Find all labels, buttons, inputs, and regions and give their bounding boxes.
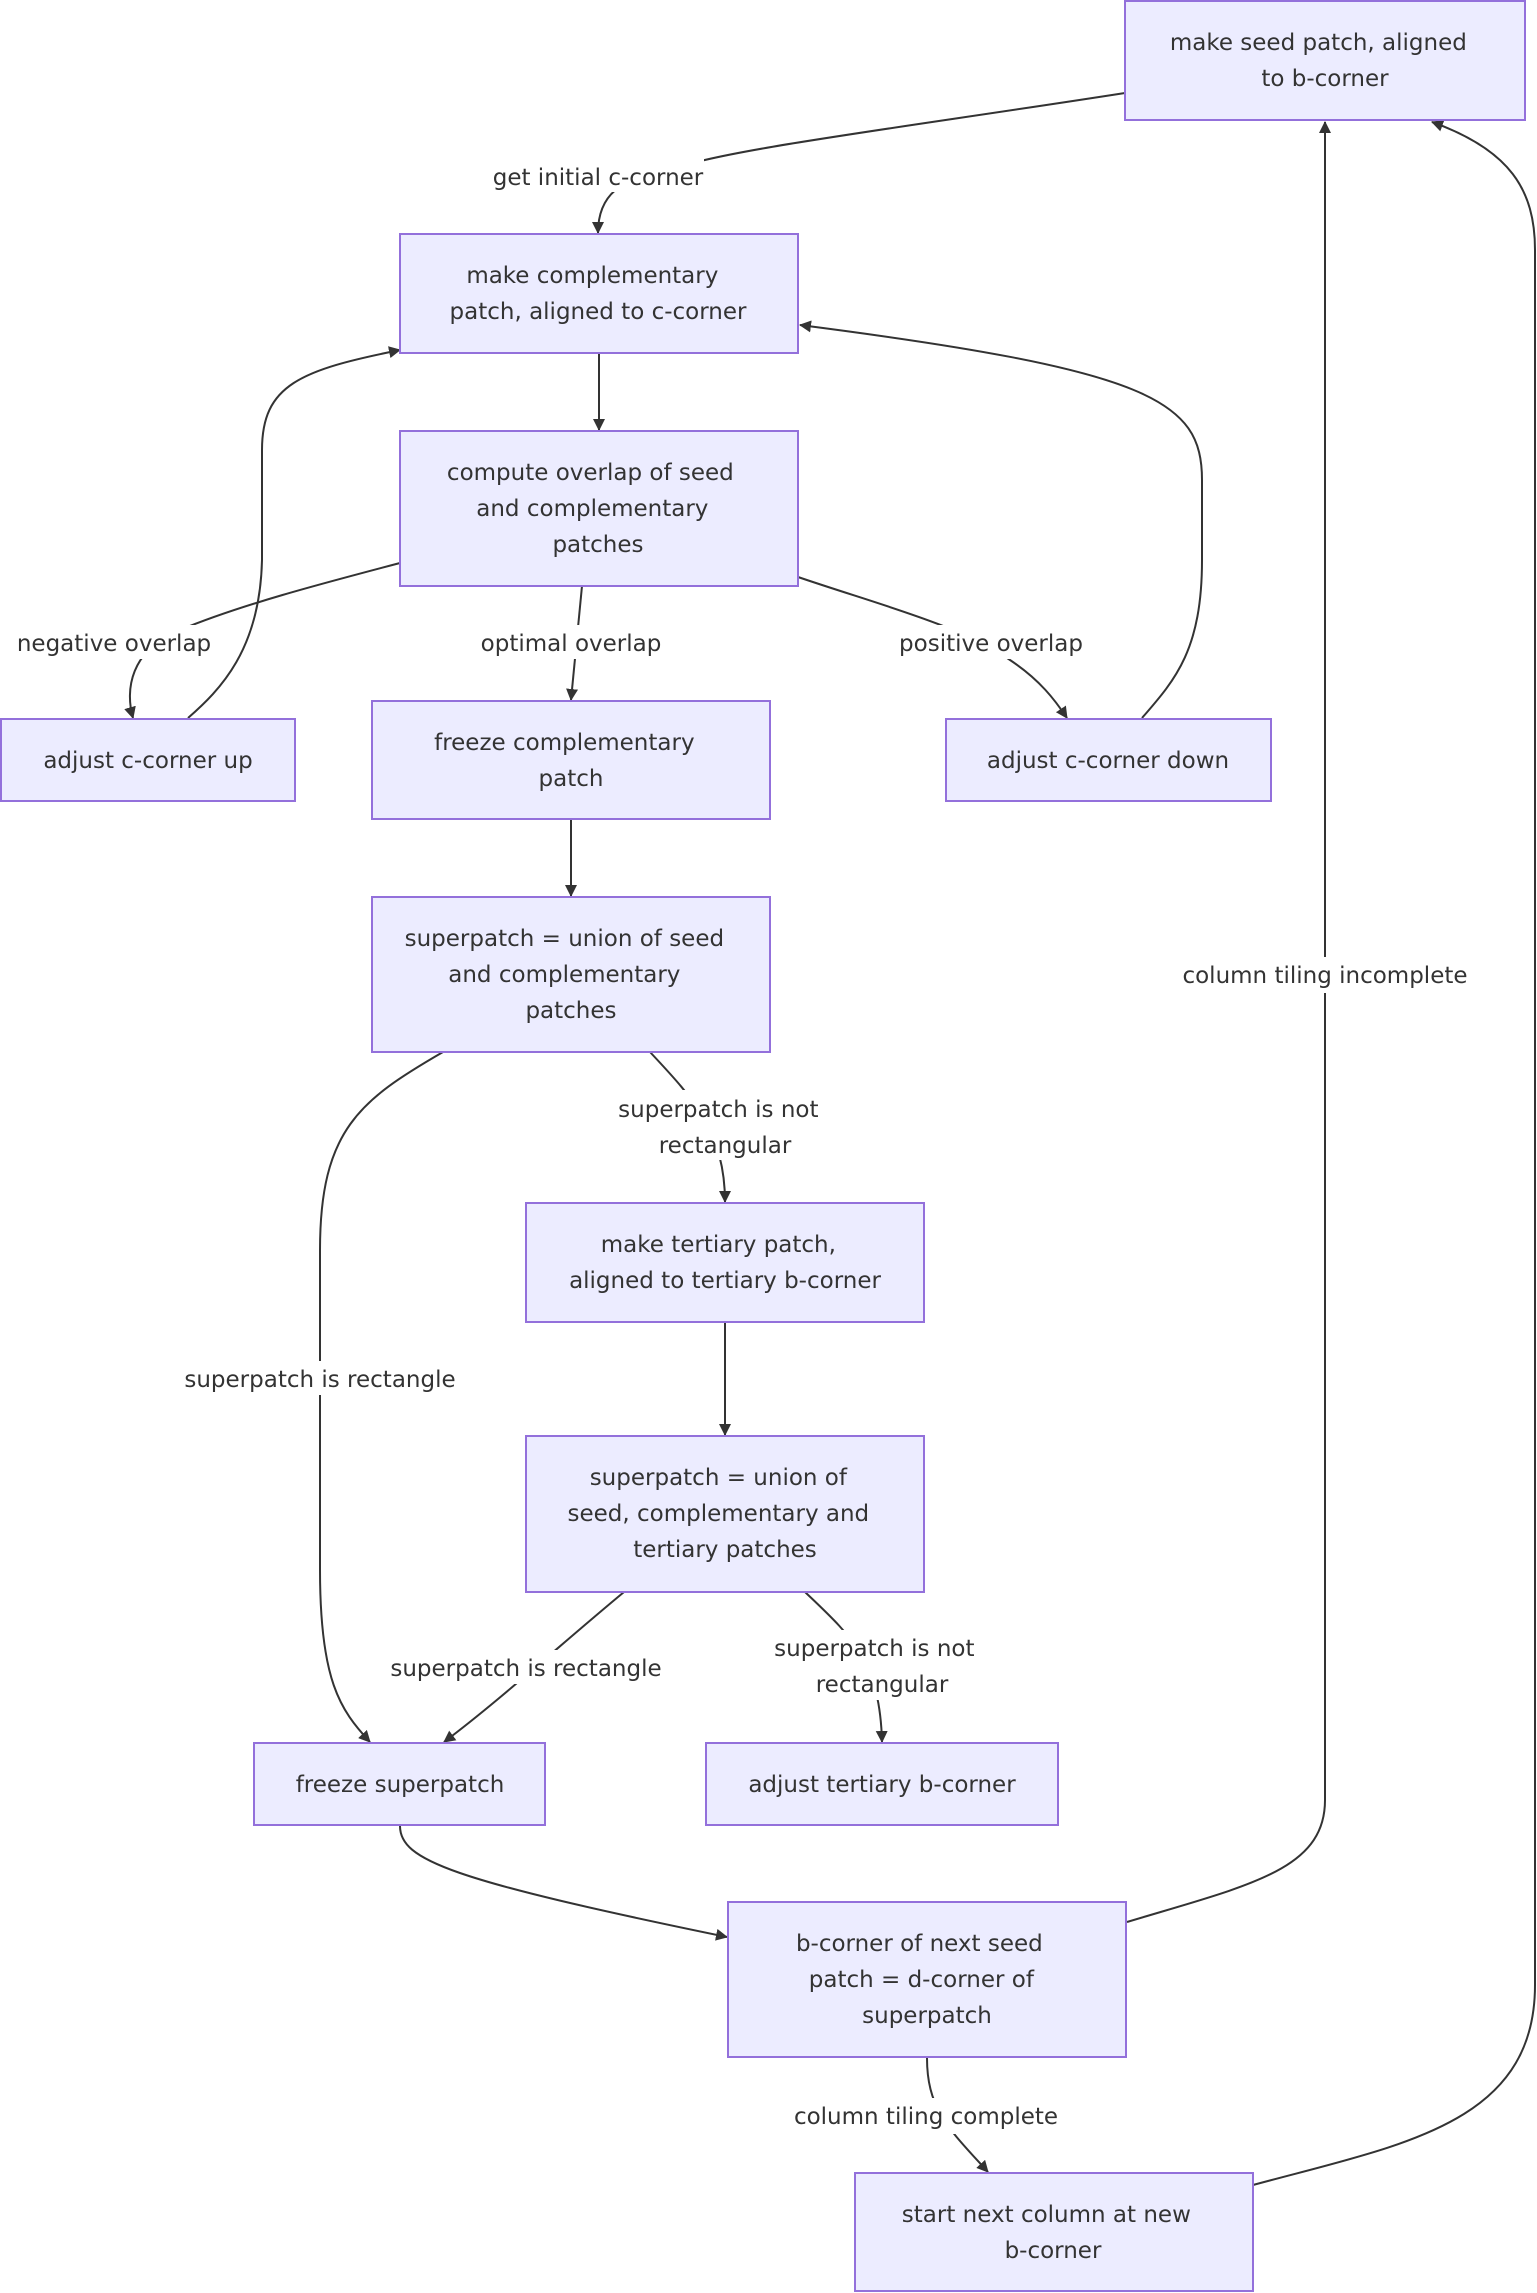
- edge-label-superpatch-is-rectangle-1: superpatch is rectangle: [184, 1361, 456, 1395]
- node-adjust-tertiary-b-corner[interactable]: adjust tertiary b-corner: [705, 1742, 1059, 1826]
- node-freeze-superpatch[interactable]: freeze superpatch: [253, 1742, 546, 1826]
- svg-text:negative overlap: negative overlap: [17, 631, 211, 657]
- node-superpatch-union-with-tertiary[interactable]: superpatch = union of seed, complementar…: [525, 1435, 925, 1593]
- edge-label-column-tiling-incomplete: column tiling incomplete: [1182, 957, 1468, 993]
- edge-up-to-comp: [187, 346, 401, 719]
- node-make-complementary-patch[interactable]: make complementary patch, aligned to c-c…: [399, 233, 799, 354]
- node-adjust-c-corner-up[interactable]: adjust c-corner up: [0, 718, 296, 802]
- edge-label-superpatch-not-rectangular-1: superpatch is not rectangular: [618, 1090, 826, 1160]
- node-make-tertiary-patch[interactable]: make tertiary patch, aligned to tertiary…: [525, 1202, 925, 1323]
- svg-text:superpatch is not rect: superpatch is not rectangular: [618, 1097, 826, 1159]
- svg-text:adjust tertiary b-corner: adjust tertiary b-corner: [748, 1772, 1016, 1798]
- svg-text:superpatch is not rect: superpatch is not rectangular: [774, 1636, 982, 1698]
- svg-text:column tiling complete: column tiling complete: [794, 2104, 1058, 2130]
- edge-label-column-tiling-complete: column tiling complete: [794, 2098, 1058, 2134]
- edge-label-negative-overlap: negative overlap: [17, 625, 211, 659]
- svg-text:positive overlap: positive overlap: [899, 631, 1083, 657]
- svg-text:superpatch is rectangle: superpatch is rectangle: [390, 1656, 661, 1682]
- edge-super1-to-freeze-super: [319, 1051, 444, 1743]
- svg-text:compute overlap of seed: compute overlap of seed and complementar…: [447, 460, 741, 558]
- node-b-corner-of-next-seed[interactable]: b-corner of next seed patch = d-corner o…: [727, 1901, 1127, 2058]
- svg-text:make tertiary patch, a: make tertiary patch, aligned to tertiary…: [569, 1232, 881, 1294]
- svg-text:make complementary pat: make complementary patch, aligned to c-c…: [450, 263, 748, 325]
- svg-text:superpatch = union of: superpatch = union of seed, complementar…: [568, 1465, 877, 1563]
- svg-text:start next column at new: start next column at new b-corner: [902, 2202, 1198, 2264]
- edge-bcorner-to-seed: [1126, 121, 1331, 1923]
- svg-text:adjust c-corner down: adjust c-corner down: [987, 748, 1229, 774]
- node-freeze-complementary-patch[interactable]: freeze complementary patch: [371, 700, 771, 820]
- edge-seed-to-comp: [592, 92, 1126, 234]
- svg-text:freeze superpatch: freeze superpatch: [296, 1772, 505, 1798]
- edge-down-to-comp: [799, 320, 1203, 719]
- node-compute-overlap[interactable]: compute overlap of seed and complementar…: [399, 430, 799, 587]
- svg-text:b-corner of next seed: b-corner of next seed patch = d-corner o…: [796, 1931, 1050, 2029]
- node-make-seed-patch[interactable]: make seed patch, aligned to b-corner: [1124, 0, 1526, 121]
- edge-label-get-initial-c-corner: get initial c-corner: [492, 158, 704, 192]
- svg-text:optimal overlap: optimal overlap: [481, 631, 662, 657]
- svg-text:superpatch is rectangle: superpatch is rectangle: [184, 1367, 455, 1393]
- edge-label-optimal-overlap: optimal overlap: [478, 625, 664, 659]
- edge-label-superpatch-not-rectangular-2: superpatch is not rectangular: [774, 1630, 982, 1700]
- node-adjust-c-corner-down[interactable]: adjust c-corner down: [945, 718, 1272, 802]
- svg-text:make seed patch, aligned: make seed patch, aligned to b-corner: [1170, 30, 1474, 92]
- svg-text:column tiling incomplete: column tiling incomplete: [1182, 963, 1467, 989]
- svg-text:adjust c-corner up: adjust c-corner up: [43, 748, 252, 774]
- edge-freeze-super-to-bcorner: [399, 1825, 728, 1941]
- svg-text:get initial c-corner: get initial c-corner: [493, 165, 704, 191]
- node-superpatch-union-seed-complementary[interactable]: superpatch = union of seed and complemen…: [371, 896, 771, 1053]
- svg-text:freeze complementary p: freeze complementary patch: [434, 730, 702, 792]
- svg-text:superpatch = union of seed: superpatch = union of seed and complemen…: [405, 926, 732, 1024]
- edge-label-superpatch-is-rectangle-2: superpatch is rectangle: [390, 1650, 662, 1684]
- edge-next-col-to-seed: [1252, 120, 1536, 2186]
- node-start-next-column[interactable]: start next column at new b-corner: [854, 2172, 1254, 2292]
- edge-label-positive-overlap: positive overlap: [898, 625, 1084, 659]
